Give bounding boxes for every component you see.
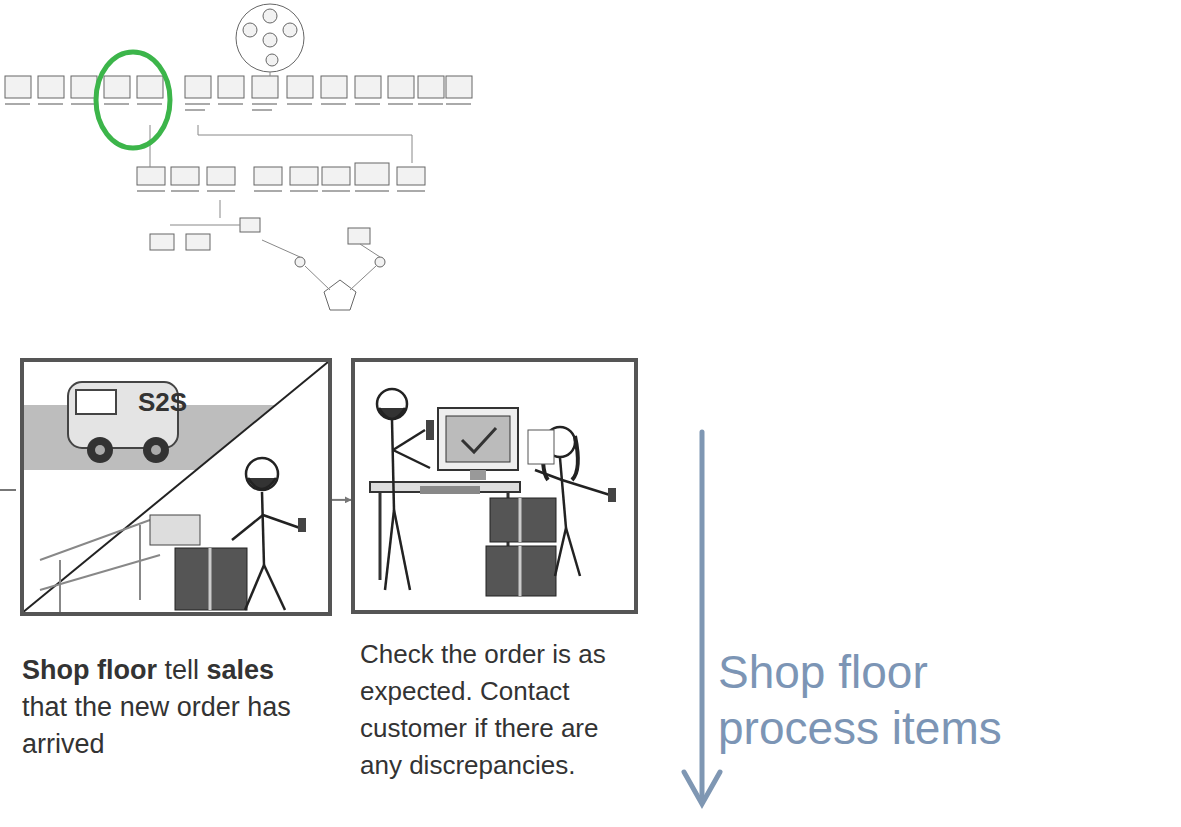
- overview-connectors: [150, 72, 412, 290]
- flow-arrow: [332, 499, 351, 501]
- highlight-circle: [96, 52, 170, 148]
- panel-caption: Check the order is as expected. Contact …: [360, 636, 628, 784]
- storyboard-panel: Check the order is as expected. Contact …: [351, 358, 638, 614]
- panel-caption: Shop floor tell sales that the new order…: [22, 652, 312, 763]
- process-label: Shop floor process items: [718, 644, 1028, 756]
- overview-scribbles: [5, 104, 471, 191]
- van-lettering: S2S: [138, 388, 202, 417]
- process-arrow: [684, 432, 720, 804]
- overview-storyboard: [5, 4, 472, 310]
- checking-sketch: [370, 389, 616, 596]
- incoming-line: [0, 489, 16, 491]
- delivery-sketch: [22, 362, 328, 613]
